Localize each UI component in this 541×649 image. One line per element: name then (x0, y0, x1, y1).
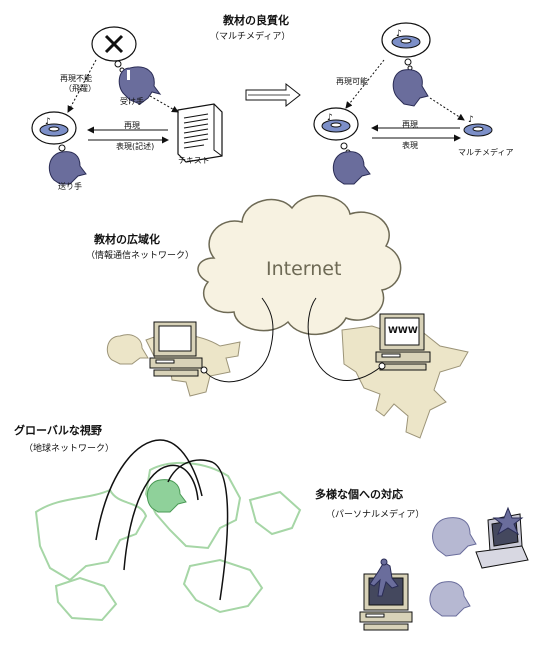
global-subtitle: （地球ネットワーク） (24, 444, 115, 454)
express-label-left: 表現(記述) (116, 142, 155, 151)
internet-label: Internet (266, 258, 342, 280)
personal-subtitle: （パーソナルメディア） (326, 510, 425, 520)
svg-text:♪: ♪ (468, 115, 474, 125)
sender-head-icon (48, 151, 87, 185)
text-label: テキスト (178, 156, 210, 165)
quality-subtitle: （マルチメディア） (210, 32, 291, 42)
personal-head-left-icon (429, 581, 471, 617)
computer-left-icon (149, 321, 203, 377)
multimedia-label: マルチメディア (458, 148, 514, 157)
receiver-head-right-icon (392, 69, 429, 107)
svg-text:♪: ♪ (396, 29, 402, 39)
global-arc-1 (95, 439, 203, 541)
globe-head-icon (146, 479, 187, 513)
leap-label: （飛躍） (64, 84, 96, 93)
reproduce-label-left: 再現 (124, 121, 140, 130)
personal-title: 多様な個への対応 (315, 488, 403, 501)
cd-bubble-sender: ♪ (31, 111, 77, 157)
network-cable-right (307, 297, 383, 381)
receiver-media-arrow (429, 97, 465, 121)
personal-head-right-icon (432, 517, 477, 557)
world-map-icon (34, 461, 302, 622)
receiver-label: 受け手 (120, 97, 144, 106)
svg-text:♪: ♪ (327, 113, 333, 123)
can-reproduce-label: 再現可能 (336, 77, 368, 86)
textbook-icon (177, 103, 223, 163)
internet-cloud-icon (197, 194, 402, 336)
www-label: WWW (388, 326, 418, 336)
cd-bubble-top: ♪ (381, 22, 431, 71)
reproduce-label-right: 再現 (402, 120, 418, 129)
receiver-head-icon (118, 66, 162, 105)
global-title: グローバルな視野 (14, 424, 102, 437)
desktop-person-icon (359, 558, 413, 631)
global-arc-3 (167, 459, 229, 601)
user-head-network-icon (106, 334, 149, 365)
cd-bubble-sender-right: ♪ (313, 107, 359, 155)
thought-bubble-cross (91, 26, 137, 73)
network-cable-left (203, 297, 274, 383)
computer-www-icon (375, 313, 431, 371)
wide-subtitle: （情報通信ネットワーク） (86, 251, 195, 261)
europe-right-icon (341, 325, 469, 439)
receiver-text-arrow (149, 95, 179, 113)
express-label-right: 表現 (402, 141, 418, 150)
quality-title: 教材の良質化 (223, 14, 289, 27)
cannot-reproduce-label: 再現不能 (60, 74, 92, 83)
global-arc-2 (123, 464, 199, 571)
wide-title: 教材の広域化 (94, 233, 160, 246)
sender-head-right-icon (332, 151, 371, 185)
svg-text:♪: ♪ (45, 117, 51, 127)
sender-label: 送り手 (58, 182, 82, 191)
cannot-reproduce-arrow (67, 59, 97, 113)
transition-arrow-icon (245, 82, 301, 108)
multimedia-cd-icon: ♪ (463, 115, 493, 137)
laptop-star-icon (475, 506, 529, 569)
